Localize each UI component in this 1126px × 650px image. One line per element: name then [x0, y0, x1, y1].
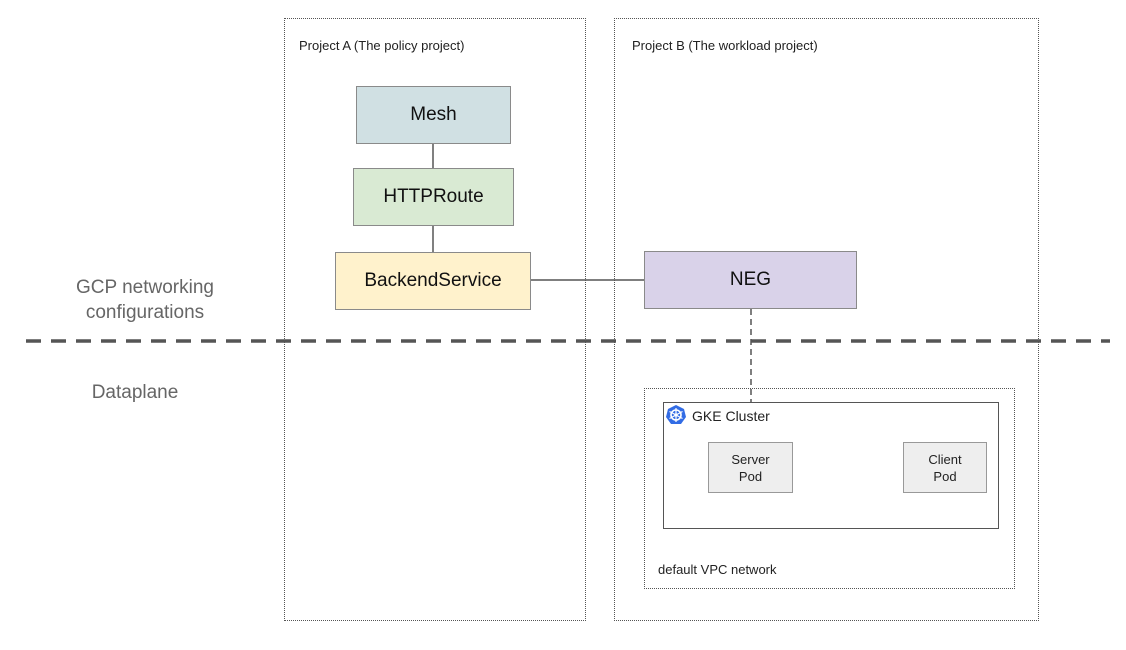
- project-b-label: Project B (The workload project): [632, 38, 818, 53]
- backendservice-node: BackendService: [335, 252, 531, 310]
- gcp-networking-label: GCP networking configurations: [40, 275, 250, 325]
- client-pod-line2: Pod: [933, 468, 957, 484]
- neg-node: NEG: [644, 251, 857, 309]
- server-pod: Server Pod: [708, 442, 793, 493]
- vpc-network-label: default VPC network: [658, 562, 777, 577]
- gke-cluster-label: GKE Cluster: [692, 408, 770, 424]
- server-pod-line1: Server: [731, 451, 770, 467]
- project-b-box: [614, 18, 1039, 621]
- project-a-box: [284, 18, 586, 621]
- gcp-networking-line2: configurations: [85, 302, 205, 323]
- project-a-label: Project A (The policy project): [299, 38, 465, 53]
- client-pod: Client Pod: [903, 442, 987, 493]
- kubernetes-icon: [665, 404, 687, 426]
- client-pod-line1: Client: [928, 451, 962, 467]
- vpc-network-box: [644, 388, 1015, 589]
- dataplane-label: Dataplane: [91, 382, 179, 403]
- mesh-node: Mesh: [356, 86, 511, 144]
- httproute-node: HTTPRoute: [353, 168, 514, 226]
- server-pod-line2: Pod: [738, 468, 763, 484]
- gcp-networking-line1: GCP networking: [76, 277, 214, 298]
